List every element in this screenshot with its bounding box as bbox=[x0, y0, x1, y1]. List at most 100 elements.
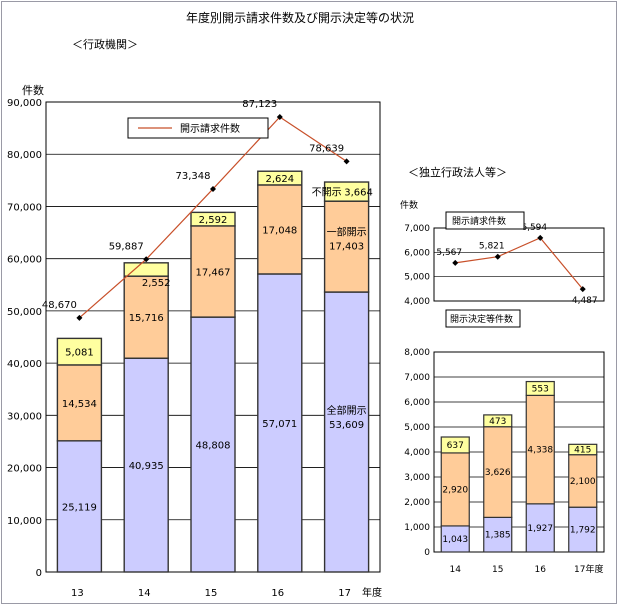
admin-y-tick-label: 10,000 bbox=[7, 516, 42, 527]
corp-requests-y-tick-label: 4,000 bbox=[404, 297, 430, 307]
corp-decisions-y-tick-label: 8,000 bbox=[404, 348, 430, 358]
admin-bar-partial bbox=[190, 225, 236, 318]
admin-line-point bbox=[143, 256, 150, 263]
admin-x-tick-label: 16 bbox=[271, 588, 284, 599]
admin-y-tick-label: 80,000 bbox=[7, 150, 42, 161]
admin-chart-title: ＜行政機関＞ bbox=[72, 37, 138, 51]
corp-requests-legend bbox=[445, 211, 525, 230]
admin-bar-nondisclose bbox=[190, 211, 236, 227]
corp-bar-label-full: 1,792 bbox=[570, 526, 596, 536]
admin-y-tick-label: 20,000 bbox=[7, 464, 42, 475]
admin-bar-full bbox=[257, 273, 303, 573]
admin-bar-full bbox=[190, 316, 236, 573]
admin-bar-partial bbox=[56, 364, 103, 442]
corp-bar-nondisclose bbox=[568, 443, 598, 456]
corp-line-label: 4,487 bbox=[572, 296, 598, 306]
admin-bar-label-partial: 17,403 bbox=[329, 242, 364, 253]
admin-y-tick-label: 70,000 bbox=[7, 202, 42, 213]
admin-bar-label-nondisclose: 2,624 bbox=[265, 174, 294, 185]
admin-bar-label-partial: 15,716 bbox=[129, 313, 164, 324]
corp-requests-y-tick-label: 5,000 bbox=[404, 273, 430, 283]
admin-y-tick-label: 30,000 bbox=[7, 411, 42, 422]
admin-bar-nondisclose bbox=[123, 262, 169, 277]
admin-line-point bbox=[276, 114, 283, 121]
corp-bar-full bbox=[525, 503, 555, 553]
admin-bar-label-full: 57,071 bbox=[262, 419, 297, 430]
corp-bar-label-partial: 2,920 bbox=[442, 485, 468, 495]
admin-y-tick-label: 60,000 bbox=[7, 255, 42, 266]
admin-line-point bbox=[76, 314, 83, 321]
corp-decisions-y-tick-label: 4,000 bbox=[404, 448, 430, 458]
admin-line-point bbox=[210, 185, 216, 192]
corp-bar-label-nondisclose: 415 bbox=[574, 446, 591, 456]
corp-bar-partial bbox=[483, 426, 513, 518]
admin-line-label: 59,887 bbox=[109, 241, 144, 252]
admin-bar-label-nondisclose: 5,081 bbox=[65, 348, 94, 359]
corp-decisions-title: 開示決定等件数 bbox=[450, 313, 513, 325]
corp-bar-label-nondisclose: 637 bbox=[447, 441, 464, 451]
admin-line-label: 78,639 bbox=[309, 143, 344, 154]
corp-decisions-y-tick-label: 5,000 bbox=[404, 423, 430, 433]
corp-bar-label-partial: 2,100 bbox=[570, 477, 596, 487]
admin-bar-label-full: 25,119 bbox=[62, 502, 97, 513]
corp-bar-label-partial: 4,338 bbox=[527, 446, 553, 456]
admin-x-axis-suffix: 年度 bbox=[362, 586, 382, 599]
corp-bar-partial bbox=[568, 454, 598, 508]
corp-chart-title: ＜独立行政法人等＞ bbox=[408, 165, 507, 179]
corp-x-tick-label: 14 bbox=[450, 565, 462, 575]
admin-line-label: 48,670 bbox=[42, 300, 77, 311]
corp-x-tick-label: 15 bbox=[492, 565, 503, 575]
admin-legend bbox=[127, 117, 269, 139]
corp-decisions-y-tick-label: 3,000 bbox=[404, 473, 430, 483]
admin-line-label: 73,348 bbox=[176, 171, 211, 182]
admin-x-tick-label: 14 bbox=[138, 588, 151, 599]
corp-line-label: 5,567 bbox=[436, 248, 462, 258]
admin-bar-nondisclose bbox=[56, 337, 103, 366]
admin-line-point bbox=[343, 158, 350, 165]
admin-y-tick-label: 90,000 bbox=[7, 98, 42, 109]
corp-bar-full bbox=[483, 516, 513, 553]
admin-bar-label-partial: 14,534 bbox=[62, 399, 97, 410]
corp-line-requests bbox=[455, 237, 584, 290]
admin-bar-partial bbox=[323, 200, 370, 293]
admin-bar-label-full: 40,935 bbox=[129, 461, 164, 472]
corp-bar-label-full: 1,043 bbox=[442, 535, 468, 545]
admin-annotation-full: 全部開示 bbox=[327, 404, 367, 417]
corp-x-tick-label: 17年度 bbox=[574, 563, 603, 575]
corp-bar-partial bbox=[525, 394, 555, 505]
admin-bar-label-nondisclose: 2,592 bbox=[199, 215, 228, 226]
corp-line-label: 6,594 bbox=[521, 223, 547, 233]
corp-bar-nondisclose bbox=[440, 436, 470, 454]
corp-decisions-y-tick-label: 2,000 bbox=[404, 498, 430, 508]
admin-bar-label-full: 53,609 bbox=[329, 420, 364, 431]
corp-bar-nondisclose bbox=[525, 380, 555, 396]
corp-decisions-y-tick-label: 7,000 bbox=[404, 373, 430, 383]
corp-bar-label-partial: 3,626 bbox=[485, 468, 511, 478]
admin-bar-full bbox=[56, 440, 103, 573]
corp-decisions-y-tick-label: 6,000 bbox=[404, 398, 430, 408]
admin-x-tick-label: 13 bbox=[71, 588, 84, 599]
admin-y-axis-label: 件数 bbox=[22, 84, 44, 97]
corp-requests-plot-area bbox=[433, 227, 605, 302]
corp-bar-full bbox=[440, 525, 470, 553]
corp-requests-y-tick-label: 6,000 bbox=[404, 248, 430, 258]
corp-requests-y-tick-label: 7,000 bbox=[404, 224, 430, 234]
admin-x-tick-label: 17 bbox=[338, 588, 351, 599]
admin-y-tick-label: 50,000 bbox=[7, 307, 42, 318]
corp-decisions-plot-area bbox=[433, 351, 605, 553]
admin-annotation-partial: 一部開示 bbox=[327, 226, 367, 239]
admin-y-tick-label: 0 bbox=[36, 568, 42, 579]
admin-bar-nondisclose bbox=[323, 181, 370, 202]
admin-line-label: 87,123 bbox=[242, 99, 277, 110]
admin-y-tick-label: 40,000 bbox=[7, 359, 42, 370]
corp-decisions-y-tick-label: 1,000 bbox=[404, 523, 430, 533]
page-title: 年度別開示請求件数及び開示決定等の状況 bbox=[186, 10, 414, 25]
admin-bar-label-full: 48,808 bbox=[196, 441, 231, 452]
corp-bar-nondisclose bbox=[483, 414, 513, 428]
corp-line-point bbox=[452, 259, 459, 266]
admin-annotation-nondisclose: 不開示 bbox=[312, 187, 342, 199]
corp-bar-label-nondisclose: 473 bbox=[489, 417, 506, 427]
corp-line-point bbox=[537, 234, 544, 241]
